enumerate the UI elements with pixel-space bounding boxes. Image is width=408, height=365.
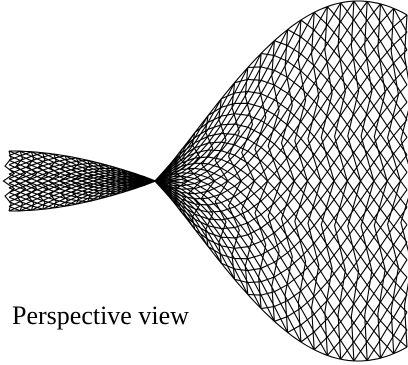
left-lobe-diagonal-line: [8, 157, 77, 180]
left-lobe-diagonal-line: [8, 162, 99, 189]
right-lobe-column-line: [227, 82, 242, 280]
right-lobe-diagonal-line: [154, 180, 249, 295]
right-lobe-column-line: [360, 1, 375, 361]
left-lobe-diagonal-line: [8, 152, 43, 166]
right-lobe-diagonal-line: [313, 11, 408, 138]
left-lobe-diagonal-line: [8, 150, 156, 188]
left-lobe-diagonal-line: [8, 196, 43, 210]
right-lobe-diagonal-line: [340, 259, 408, 360]
right-lobe-diagonal-line: [340, 2, 408, 103]
right-lobe-diagonal-line: [154, 6, 328, 187]
right-lobe-diagonal-line: [154, 149, 395, 354]
right-lobe-diagonal-line: [287, 189, 408, 333]
right-lobe-diagonal-line: [154, 180, 275, 322]
right-lobe-diagonal-line: [154, 14, 408, 221]
left-lobe-diagonal-line: [8, 164, 122, 195]
right-lobe-top-edge: [154, 0, 408, 182]
left-lobe-diagonal-line: [8, 178, 88, 203]
right-lobe-diagonal-line: [393, 8, 408, 33]
right-lobe-diagonal-line: [181, 49, 408, 239]
right-lobe-column-line: [307, 12, 322, 350]
right-lobe-diagonal-line: [353, 0, 408, 86]
right-lobe-column-line: [267, 40, 282, 322]
right-lobe-bottom-edge: [154, 180, 408, 362]
left-lobe-diagonal-line: [8, 151, 32, 161]
right-lobe-diagonal-line: [366, 294, 408, 361]
left-lobe-diagonal-line: [8, 173, 99, 200]
right-lobe-column-line: [254, 53, 269, 309]
right-lobe-diagonal-line: [221, 101, 408, 272]
right-lobe-column-line: [334, 2, 348, 360]
left-lobe-top-edge: [9, 150, 156, 182]
right-lobe-diagonal-line: [261, 154, 408, 310]
left-lobe-diagonal-line: [8, 150, 21, 157]
left-lobe-diagonal-line: [8, 191, 55, 209]
left-lobe-diagonal-line: [8, 167, 122, 198]
left-lobe-diagonal-line: [8, 153, 55, 171]
right-lobe-diagonal-line: [261, 52, 408, 208]
right-lobe-diagonal-line: [154, 67, 249, 182]
right-lobe-diagonal-line: [194, 66, 408, 249]
right-lobe-column-line: [347, 1, 362, 361]
right-lobe-diagonal-line: [221, 90, 408, 261]
right-lobe-diagonal-line: [194, 113, 408, 296]
left-lobe-bottom-edge: [9, 180, 156, 212]
left-lobe-diagonal-line: [8, 182, 77, 205]
figure-caption: Perspective view: [12, 301, 189, 330]
right-lobe-diagonal-line: [287, 29, 408, 173]
right-lobe-diagonal-line: [393, 329, 408, 354]
right-lobe-diagonal-line: [326, 241, 408, 356]
right-lobe-diagonal-line: [313, 224, 408, 351]
right-lobe-column-line: [373, 3, 388, 359]
right-lobe-column-line: [387, 8, 401, 354]
left-lobe-column-line: [2, 150, 16, 212]
right-lobe-column-line: [320, 6, 335, 356]
left-lobe-diagonal-line: [8, 201, 32, 211]
left-lobe-diagonal-line: [8, 155, 66, 175]
right-lobe-diagonal-line: [326, 6, 408, 121]
right-lobe-diagonal-line: [300, 19, 408, 156]
right-lobe-diagonal-line: [353, 276, 408, 362]
right-lobe-diagonal-line: [234, 119, 408, 284]
right-lobe-diagonal-line: [380, 311, 408, 359]
right-lobe-column-line: [400, 14, 408, 348]
left-lobe-diagonal-line: [8, 159, 133, 192]
right-lobe-diagonal-line: [154, 40, 275, 182]
right-lobe-diagonal-line: [154, 8, 395, 213]
right-lobe-diagonal-line: [300, 206, 408, 343]
right-lobe-diagonal-line: [274, 40, 408, 191]
right-lobe-diagonal-line: [234, 78, 408, 243]
right-lobe-diagonal-line: [181, 123, 408, 313]
left-lobe-diagonal-line: [8, 187, 66, 207]
left-lobe-diagonal-line: [8, 159, 88, 184]
left-lobe-diagonal-line: [8, 170, 133, 203]
right-lobe-diagonal-line: [154, 175, 328, 356]
right-lobe-column-line: [241, 67, 256, 295]
right-lobe-diagonal-line: [274, 171, 408, 322]
right-lobe-diagonal-line: [380, 3, 408, 51]
left-lobe-diagonal-line: [8, 205, 21, 212]
right-lobe-diagonal-line: [366, 1, 408, 68]
